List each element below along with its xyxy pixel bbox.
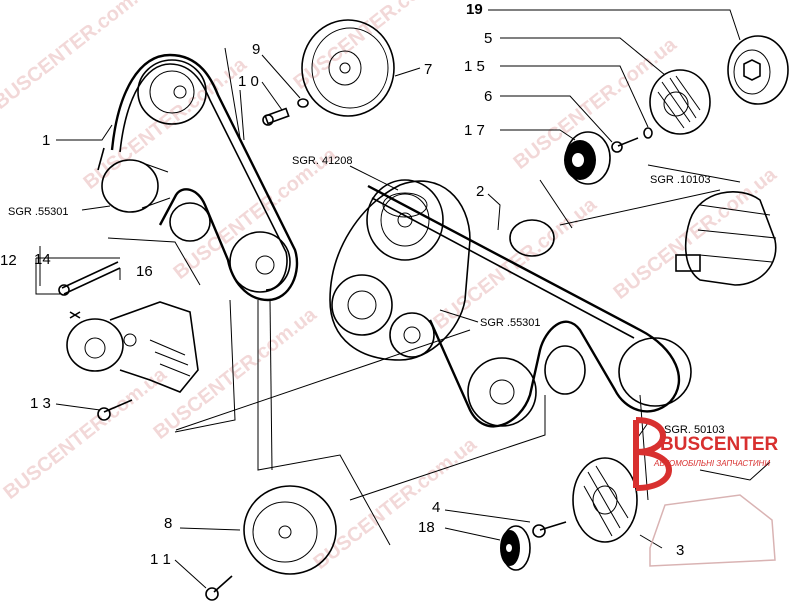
callout-2: 2 bbox=[476, 183, 484, 200]
callout-16: 16 bbox=[136, 263, 153, 280]
pulley-engine-lower bbox=[331, 274, 393, 336]
pulley-top-left bbox=[137, 59, 207, 125]
callout-4: 4 bbox=[432, 499, 440, 516]
bolt-10 bbox=[262, 107, 290, 126]
sgr-labels: SGR .55301 SGR. 41208 SGR .55301 SGR .10… bbox=[8, 155, 725, 436]
tensioner-12 bbox=[66, 301, 199, 393]
bolt-4 bbox=[532, 521, 567, 538]
pulley-5 bbox=[649, 69, 711, 135]
watermark-9: BUSCENTER.com.ua bbox=[290, 0, 462, 94]
pulley-belt2-bottom bbox=[467, 357, 537, 427]
bolt-6 bbox=[611, 137, 639, 153]
watermark-4: BUSCENTER.com.ua bbox=[0, 363, 171, 504]
belt-1 bbox=[97, 53, 299, 302]
idler-mid-left bbox=[169, 202, 211, 242]
callout-12: 12 bbox=[0, 252, 17, 269]
buscenter-logo: BUSCENTER АВТОМОБІЛЬНІ ЗАПЧАСТИНИ bbox=[633, 417, 779, 567]
logo-name: BUSCENTER bbox=[660, 434, 779, 455]
callout-5: 5 bbox=[484, 30, 492, 47]
callout-18: 18 bbox=[418, 519, 435, 536]
callout-labels: 1 2 3 4 5 6 7 8 9 1 0 1 1 12 1 3 14 1 5 … bbox=[0, 1, 684, 568]
logo-tagline: АВТОМОБІЛЬНІ ЗАПЧАСТИНИ bbox=[653, 459, 770, 468]
pulley-8 bbox=[243, 485, 337, 575]
ref-sgr55301-left: SGR .55301 bbox=[8, 206, 69, 218]
ref-sgr41208: SGR. 41208 bbox=[292, 155, 353, 167]
pulley-engine-small bbox=[389, 312, 435, 358]
washer-9 bbox=[297, 98, 309, 108]
ref-sgr55301-mid: SGR .55301 bbox=[480, 317, 541, 329]
callout-6: 6 bbox=[484, 88, 492, 105]
pulley-3 bbox=[572, 457, 638, 543]
pulley-7 bbox=[301, 19, 395, 117]
pulley-belt1-bottom bbox=[229, 231, 291, 293]
bolt-13 bbox=[97, 399, 133, 421]
alternator-sgr10103 bbox=[675, 191, 777, 286]
belt-2 bbox=[367, 184, 681, 428]
ref-sgr50103: SGR. 50103 bbox=[664, 424, 725, 436]
watermark-6: BUSCENTER.com.ua bbox=[310, 433, 482, 574]
bolt-14 bbox=[58, 261, 121, 296]
callout-8: 8 bbox=[164, 515, 172, 532]
callout-13: 1 3 bbox=[30, 395, 51, 412]
callout-3: 3 bbox=[676, 542, 684, 559]
stud-16 bbox=[69, 311, 81, 319]
pulley-sgr50103 bbox=[618, 337, 692, 407]
logo-b-mark bbox=[633, 417, 672, 491]
cap-18 bbox=[500, 525, 531, 571]
watermark-5: BUSCENTER.com.ua bbox=[150, 303, 322, 444]
cover-17 bbox=[564, 131, 611, 185]
callout-17: 1 7 bbox=[464, 122, 485, 139]
construction-lines bbox=[107, 47, 771, 546]
idler-sgr55301-left bbox=[101, 159, 171, 213]
watermark-7: BUSCENTER.com.ua bbox=[510, 33, 682, 174]
callout-15: 1 5 bbox=[464, 58, 485, 75]
bolt-11 bbox=[205, 575, 233, 601]
logo-van-outline bbox=[649, 494, 776, 567]
watermark-1: BUSCENTER.com.ua bbox=[0, 0, 161, 114]
callout-11: 1 1 bbox=[150, 551, 171, 568]
callout-9: 9 bbox=[252, 41, 260, 58]
idler-belt2-right bbox=[544, 345, 586, 395]
callout-14: 14 bbox=[34, 251, 51, 268]
callout-1: 1 bbox=[42, 132, 50, 149]
pulley-19 bbox=[727, 35, 789, 105]
washer-15 bbox=[643, 127, 653, 139]
leader-lines bbox=[35, 9, 741, 589]
ref-sgr10103: SGR .10103 bbox=[650, 174, 711, 186]
callout-19: 19 bbox=[466, 1, 483, 18]
idler-belt2-top bbox=[509, 219, 555, 257]
callout-10: 1 0 bbox=[238, 73, 259, 90]
callout-7: 7 bbox=[424, 61, 432, 78]
